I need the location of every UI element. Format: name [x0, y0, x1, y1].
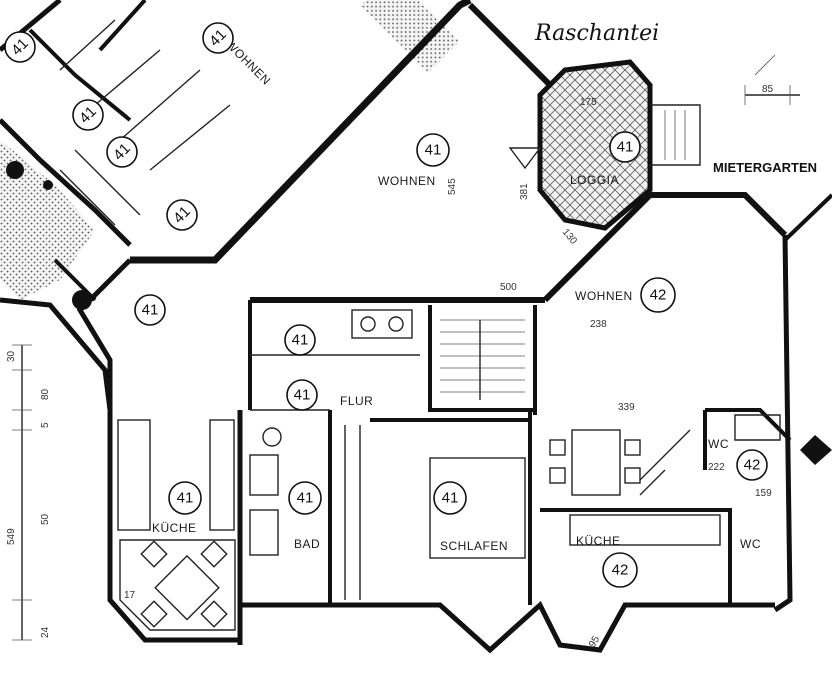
- hatched-terrace: [0, 140, 95, 300]
- unit-tag: 41: [134, 294, 166, 326]
- unit-tags: 41 41 41 41 41 41 41 41 41 41 41 41 41 4…: [4, 22, 768, 588]
- interior-walls: [237, 300, 792, 645]
- unit-tag: 41: [166, 199, 198, 231]
- unit-tag: 42: [736, 449, 768, 481]
- unit-tag: 41: [286, 379, 318, 411]
- room-label: WOHNEN: [378, 174, 436, 188]
- unit-tag: 41: [416, 133, 450, 167]
- unit-tag: 41: [106, 136, 138, 168]
- exterior-walls: [76, 0, 832, 654]
- svg-text:41: 41: [292, 332, 309, 349]
- unit-42-furniture: [549, 414, 781, 546]
- entrance-arrow-icon: [800, 435, 832, 465]
- unit-tag: 41: [72, 99, 104, 131]
- unit-tag: 42: [640, 277, 676, 313]
- loggia: [508, 59, 701, 231]
- dimension-text: 500: [500, 282, 517, 293]
- dimension-text: 30: [6, 350, 17, 362]
- dimension-text: 80: [40, 388, 51, 400]
- svg-text:42: 42: [650, 287, 667, 304]
- hatched-area-top: [360, 0, 460, 74]
- unit-tag: 41: [609, 131, 641, 163]
- dimension-text: 24: [40, 626, 51, 638]
- dimension-text: 222: [708, 462, 725, 473]
- dimension-text: 175: [580, 97, 597, 108]
- column-marker: [43, 180, 53, 190]
- bath-41-fixtures: [249, 309, 413, 556]
- dimension-text: 238: [590, 319, 607, 330]
- unit-tag: 41: [4, 31, 36, 63]
- column-marker: [6, 161, 24, 179]
- handwritten-note: Raschantei: [534, 21, 659, 46]
- room-label: KÜCHE: [152, 521, 197, 535]
- room-label: WC: [740, 537, 761, 551]
- dimension-text: 5: [40, 422, 51, 428]
- unit-tag: 41: [284, 324, 316, 356]
- left-dimension-chain: [12, 344, 32, 641]
- svg-text:41: 41: [442, 490, 459, 507]
- room-label: LOGGIA: [570, 173, 619, 187]
- svg-text:41: 41: [297, 490, 314, 507]
- dimension-text: 381: [519, 183, 530, 200]
- unit-tag: 41: [168, 481, 202, 515]
- room-label: KÜCHE: [576, 534, 621, 548]
- svg-text:41: 41: [294, 387, 311, 404]
- unit-tag: 41: [433, 481, 467, 515]
- room-label: MIETERGARTEN: [713, 160, 817, 175]
- room-label: WC: [708, 437, 729, 451]
- dimension-text: 159: [755, 488, 772, 499]
- unit-tag: 41: [288, 481, 322, 515]
- dimension-text: 95: [587, 634, 602, 650]
- dimension-text: 339: [618, 402, 635, 413]
- staircase: [440, 319, 525, 400]
- room-label: WOHNEN: [575, 289, 633, 303]
- svg-text:41: 41: [425, 142, 442, 159]
- kitchen-41-fixtures: [117, 419, 236, 631]
- dimension-text: 549: [6, 528, 17, 545]
- top-right-dimension: [744, 54, 800, 105]
- unit-tag: 41: [202, 22, 234, 54]
- room-label: FLUR: [340, 394, 373, 408]
- bedroom-41-furniture: [429, 457, 526, 559]
- dimension-text: 545: [447, 178, 458, 195]
- svg-text:41: 41: [617, 139, 634, 156]
- svg-text:41: 41: [177, 490, 194, 507]
- dimension-text: 50: [40, 513, 51, 525]
- room-label: SCHLAFEN: [440, 539, 508, 553]
- svg-text:41: 41: [142, 302, 159, 319]
- dimension-text: 85: [762, 84, 774, 95]
- room-label: BAD: [294, 537, 320, 551]
- svg-text:42: 42: [744, 457, 761, 474]
- svg-text:42: 42: [612, 562, 629, 579]
- dimension-text: 17: [124, 590, 136, 601]
- unit-tag: 42: [602, 552, 638, 588]
